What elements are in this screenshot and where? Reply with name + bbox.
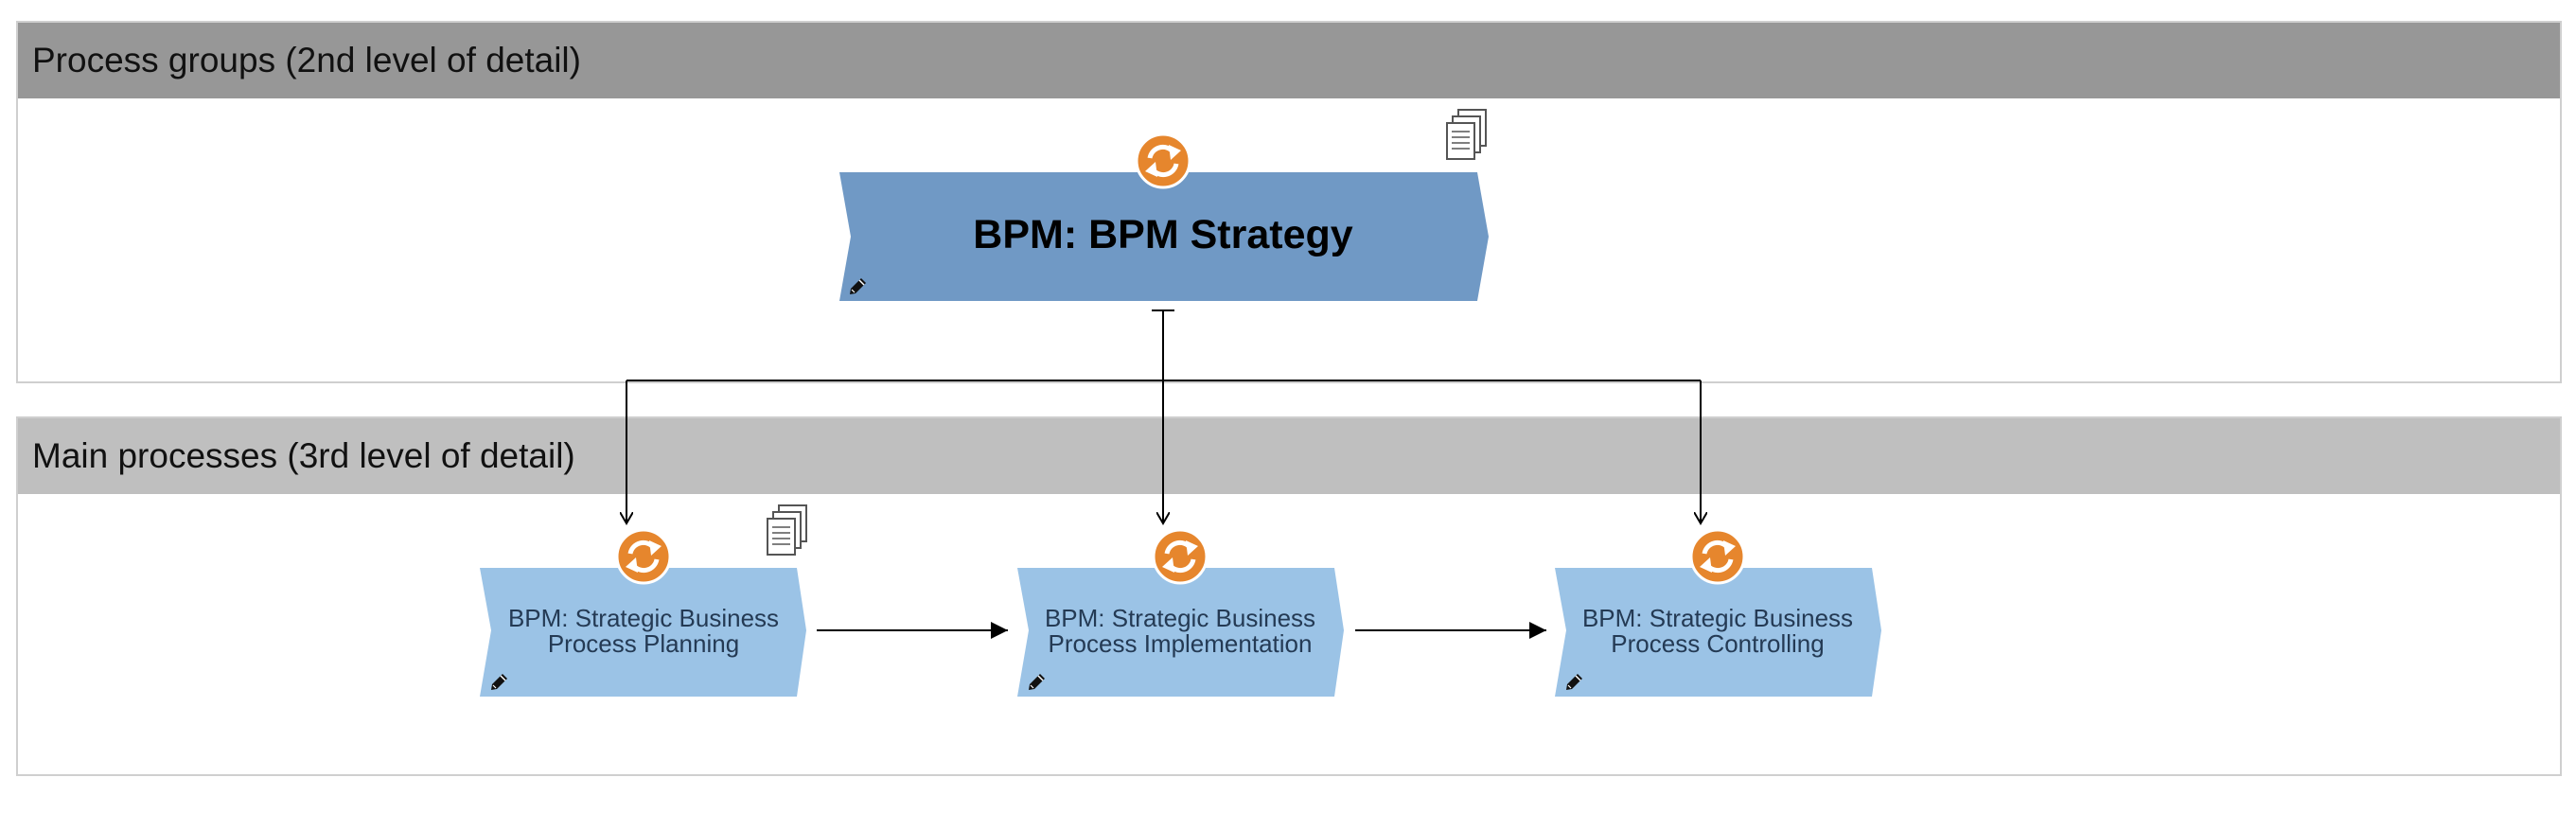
node-label-planning-line1: BPM: Strategic Business [508,604,779,632]
node-label-implementation-line1: BPM: Strategic Business [1045,604,1315,632]
node-planning[interactable]: BPM: Strategic Business Process Planning [480,504,807,697]
documents-icon[interactable] [767,504,807,556]
node-label-implementation-line2: Process Implementation [1049,629,1313,658]
lane-title-process-groups: Process groups (2nd level of detail) [32,41,581,80]
documents-icon[interactable] [1446,109,1487,160]
node-label-controlling-line1: BPM: Strategic Business [1582,604,1853,632]
refresh-badge-icon [1691,530,1744,583]
lane-header-process-groups: Process groups (2nd level of detail) [18,23,2560,98]
node-label-controlling-line2: Process Controlling [1611,629,1824,658]
lane-header-main-processes: Main processes (3rd level of detail) [18,418,2560,494]
lane-title-main-processes: Main processes (3rd level of detail) [32,436,575,475]
node-label-planning-line2: Process Planning [548,629,739,658]
hierarchy-connectors [626,309,1701,523]
refresh-badge-icon [617,530,670,583]
node-bpm-strategy[interactable]: BPM: BPM Strategy [839,109,1489,301]
node-shape-controlling [1555,568,1881,697]
node-shape-implementation [1017,568,1344,697]
refresh-badge-icon [1137,134,1190,187]
node-implementation[interactable]: BPM: Strategic Business Process Implemen… [1017,530,1344,697]
node-shape-planning [480,568,806,697]
node-controlling[interactable]: BPM: Strategic Business Process Controll… [1555,530,1881,697]
node-label-bpm-strategy: BPM: BPM Strategy [973,212,1352,257]
lane-process-groups: Process groups (2nd level of detail) [16,21,2562,383]
refresh-badge-icon [1154,530,1207,583]
node-shape-bpm-strategy [839,172,1489,301]
